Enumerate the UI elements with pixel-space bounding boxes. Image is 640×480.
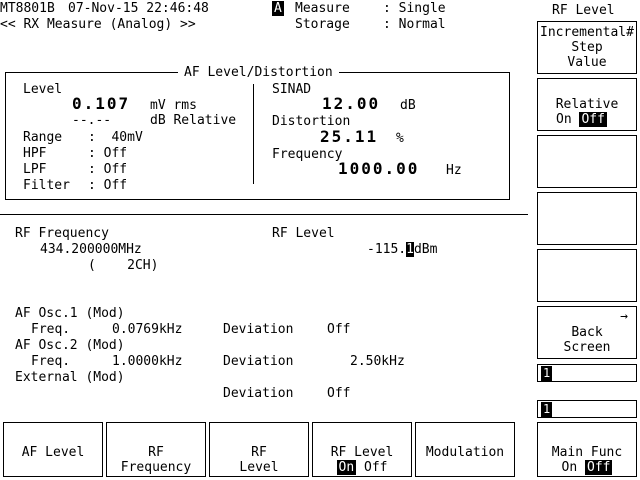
hpf-value: : Off bbox=[88, 146, 128, 161]
softkey-line: Value bbox=[567, 55, 607, 70]
relative-off: Off bbox=[579, 112, 607, 127]
main-func-on: On bbox=[561, 460, 578, 475]
rf-frequency-label: RF Frequency bbox=[15, 226, 109, 241]
main-func-label: Main Func bbox=[551, 445, 623, 460]
rf-channel: ( 2CH) bbox=[88, 258, 159, 273]
relative-on: On bbox=[556, 112, 572, 127]
rf-level-button[interactable]: RF Level bbox=[209, 422, 309, 477]
screen-label: Screen bbox=[563, 340, 611, 355]
af-level-label: AF Level bbox=[21, 445, 85, 460]
rf-level-label: RF Level bbox=[272, 226, 335, 241]
rf-level-line1: RF bbox=[251, 445, 267, 460]
storage-value: : Normal bbox=[383, 17, 446, 32]
filter-value: : Off bbox=[88, 178, 128, 193]
relative-value: --.-- bbox=[72, 113, 112, 128]
osc1-freq-value: 0.0769kHz bbox=[112, 322, 183, 337]
relative-unit: dB Relative bbox=[150, 113, 237, 128]
sinad-value: 12.00 bbox=[322, 94, 381, 113]
osc1-label: AF Osc.1 (Mod) bbox=[15, 306, 125, 321]
osc2-label: AF Osc.2 (Mod) bbox=[15, 338, 125, 353]
frequency-label: Frequency bbox=[272, 147, 343, 162]
rf-frequency-button[interactable]: RF Frequency bbox=[106, 422, 206, 477]
rf-level-cursor[interactable]: 1 bbox=[406, 242, 414, 257]
softkey-blank-5[interactable] bbox=[537, 249, 637, 302]
back-screen-button[interactable]: → Back Screen bbox=[537, 306, 637, 359]
frequency-unit: Hz bbox=[446, 163, 462, 178]
level-unit: mV rms bbox=[150, 98, 197, 113]
relative-label: Relative bbox=[555, 97, 619, 112]
filter-label: Filter bbox=[23, 178, 70, 193]
osc1-freq-label: Freq. bbox=[31, 322, 71, 337]
hpf-label: HPF bbox=[23, 146, 47, 161]
softkey-blank-3[interactable] bbox=[537, 135, 637, 188]
screen-title: << RX Measure (Analog) >> bbox=[0, 17, 196, 32]
softkey-blank-4[interactable] bbox=[537, 192, 637, 245]
section-divider bbox=[0, 214, 528, 215]
instrument-model: MT8801B bbox=[0, 1, 55, 16]
storage-label: Storage bbox=[295, 17, 350, 32]
measure-value: : Single bbox=[383, 1, 446, 16]
osc2-freq-label: Freq. bbox=[31, 354, 71, 369]
datetime: 07-Nov-15 22:46:48 bbox=[68, 1, 209, 16]
rf-level-toggle-label: RF Level bbox=[330, 445, 394, 460]
softkey-line: Step bbox=[571, 40, 603, 55]
osc2-freq-value: 1.0000kHz bbox=[112, 354, 183, 369]
af-panel-title: AF Level/Distortion bbox=[178, 65, 339, 80]
rf-level-off: Off bbox=[364, 460, 388, 475]
af-level-button[interactable]: AF Level bbox=[3, 422, 103, 477]
indicator-1-value: 1 bbox=[541, 366, 553, 381]
sinad-unit: dB bbox=[400, 98, 416, 113]
indicator-bar-2: 1 bbox=[537, 400, 637, 418]
right-arrow-icon: → bbox=[620, 309, 628, 324]
sinad-label: SINAD bbox=[272, 82, 312, 97]
osc1-deviation-label: Deviation bbox=[223, 322, 294, 337]
incremental-step-value-button[interactable]: Incremental# Step Value bbox=[537, 21, 637, 74]
external-label: External (Mod) bbox=[15, 370, 125, 385]
distortion-value: 25.11 bbox=[320, 127, 379, 146]
rf-frequency-value: 434.200000MHz bbox=[40, 242, 142, 257]
range-value: : 40mV bbox=[88, 130, 143, 145]
indicator-2-value: 1 bbox=[541, 402, 553, 417]
mode-badge: A bbox=[272, 1, 284, 16]
range-label: Range bbox=[23, 130, 63, 145]
rf-level-digits: -115. bbox=[367, 242, 407, 257]
rf-frequency-line1: RF bbox=[148, 445, 164, 460]
osc2-deviation-label: Deviation bbox=[223, 354, 294, 369]
rf-level-unit: dBm bbox=[413, 242, 438, 257]
distortion-unit: % bbox=[396, 131, 404, 146]
modulation-label: Modulation bbox=[425, 445, 505, 460]
lpf-value: : Off bbox=[88, 162, 128, 177]
distortion-label: Distortion bbox=[272, 114, 351, 129]
af-level-distortion-panel bbox=[5, 72, 510, 200]
osc2-deviation-value: 2.50kHz bbox=[350, 354, 405, 369]
external-deviation-label: Deviation bbox=[223, 386, 294, 401]
indicator-bar-1: 1 bbox=[537, 364, 637, 382]
level-value: 0.107 bbox=[72, 94, 131, 113]
level-label: Level bbox=[23, 82, 63, 97]
modulation-button[interactable]: Modulation bbox=[415, 422, 515, 477]
external-deviation-value: Off bbox=[327, 386, 351, 401]
rf-level-toggle-button[interactable]: RF Level On Off bbox=[312, 422, 412, 477]
rf-level-on: On bbox=[336, 460, 357, 475]
rf-frequency-line2: Frequency bbox=[120, 460, 192, 475]
softkey-line: Incremental# bbox=[540, 25, 634, 40]
relative-button[interactable]: Relative On Off bbox=[537, 78, 637, 131]
measure-label: Measure bbox=[295, 1, 350, 16]
back-label: Back bbox=[571, 325, 603, 340]
rf-level-value[interactable]: -115.1dBm bbox=[367, 242, 437, 257]
lpf-label: LPF bbox=[23, 162, 47, 177]
osc1-deviation-value: Off bbox=[327, 322, 351, 337]
af-panel-divider bbox=[253, 84, 254, 184]
main-func-button[interactable]: Main Func On Off bbox=[537, 422, 637, 477]
right-panel-title: RF Level bbox=[552, 3, 615, 18]
main-func-off: Off bbox=[585, 460, 613, 475]
rf-level-line2: Level bbox=[239, 460, 279, 475]
frequency-value: 1000.00 bbox=[338, 159, 420, 178]
